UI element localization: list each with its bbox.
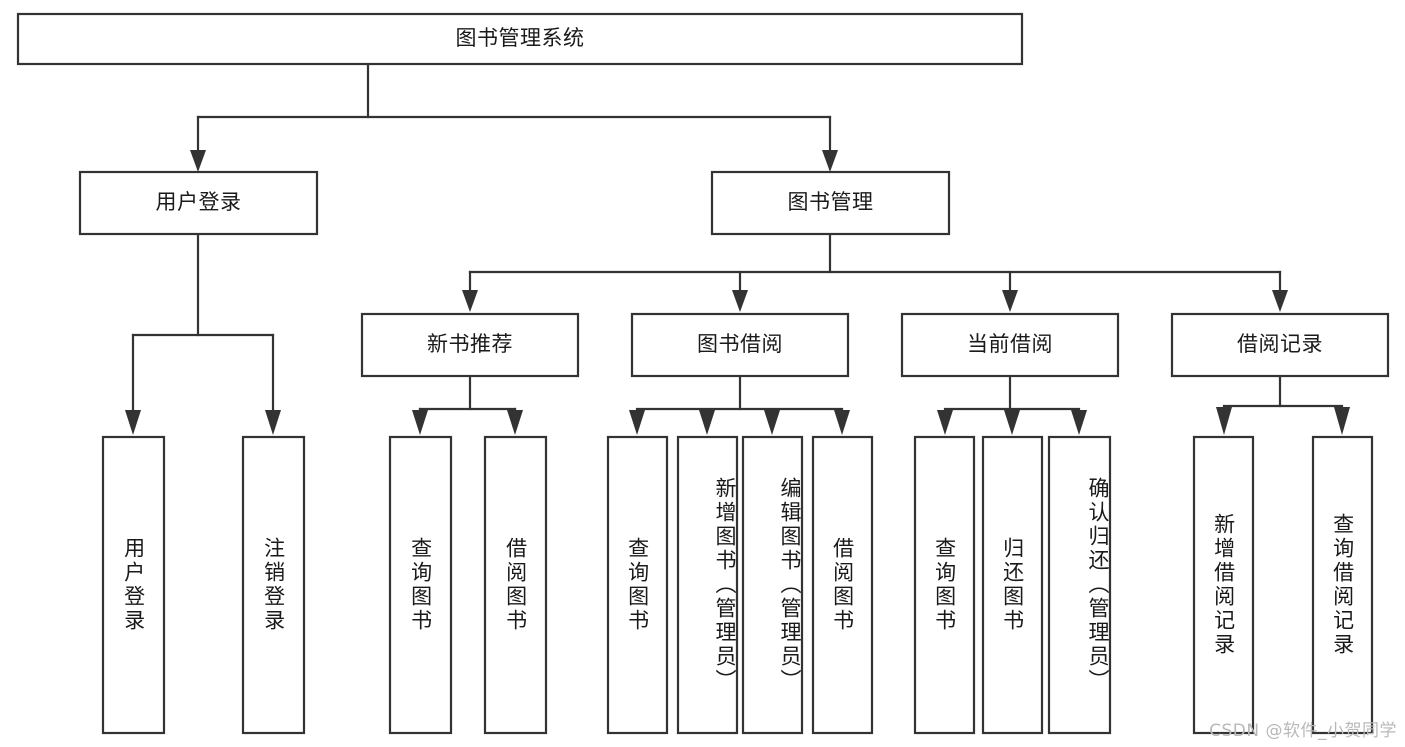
arrow-head-current-borrow xyxy=(1002,290,1018,312)
node-box-book-management[interactable] xyxy=(710,170,951,236)
node-box-root[interactable] xyxy=(16,12,1024,66)
arrow-head-br-leaf-2 xyxy=(1334,407,1350,435)
arrow-head-user-login-leaf-2 xyxy=(265,410,281,435)
arrow-head-borrow-record xyxy=(1272,290,1288,312)
arrow-head-book-mgmt xyxy=(822,150,838,172)
arrow-head-bb-leaf-1 xyxy=(629,410,645,435)
connector-group-user-login xyxy=(125,232,281,435)
arrow-head-new-book-recommend xyxy=(462,290,478,312)
node-box-leaf-nbr-2[interactable] xyxy=(483,435,548,735)
connector-group-root xyxy=(190,62,838,172)
connector-group-borrow-record xyxy=(1216,374,1350,435)
arrow-head-bb-leaf-3 xyxy=(764,410,780,435)
node-box-new-book-recommend[interactable] xyxy=(360,312,580,378)
arrow-head-bb-leaf-4 xyxy=(834,410,850,435)
arrow-head-user-login xyxy=(190,150,206,172)
node-box-leaf-bb-1[interactable] xyxy=(606,435,669,735)
node-box-current-borrow[interactable] xyxy=(900,312,1120,378)
arrow-head-bb-leaf-2 xyxy=(699,410,715,435)
node-box-leaf-cb-2[interactable] xyxy=(981,435,1044,735)
arrow-head-br-leaf-1 xyxy=(1216,407,1232,435)
node-box-leaf-br-2[interactable] xyxy=(1311,435,1374,735)
node-box-leaf-bb-4[interactable] xyxy=(811,435,874,735)
connector-group-book-mgmt xyxy=(462,232,1288,312)
connector-group-new-book-recommend xyxy=(412,374,523,435)
connector-group-current-borrow xyxy=(937,374,1087,435)
connector-group-book-borrow xyxy=(629,374,850,435)
node-box-book-borrow[interactable] xyxy=(630,312,850,378)
arrow-head-book-borrow xyxy=(732,290,748,312)
arrow-head-cb-leaf-2 xyxy=(1004,410,1020,435)
arrow-head-nbr-leaf-1 xyxy=(412,410,428,435)
node-box-leaf-bb-3[interactable] xyxy=(741,435,804,735)
node-box-borrow-record[interactable] xyxy=(1170,312,1390,378)
node-box-leaf-user-login-1[interactable] xyxy=(101,435,166,735)
node-box-leaf-cb-1[interactable] xyxy=(913,435,976,735)
node-box-leaf-nbr-1[interactable] xyxy=(388,435,453,735)
node-box-leaf-user-login-2[interactable] xyxy=(241,435,306,735)
arrow-head-user-login-leaf-1 xyxy=(125,410,141,435)
arrow-head-cb-leaf-1 xyxy=(937,410,953,435)
watermark-text: CSDN @软件_小贺同学 xyxy=(1209,721,1397,741)
node-box-user-login[interactable] xyxy=(78,170,319,236)
arrow-head-nbr-leaf-2 xyxy=(507,410,523,435)
arrow-head-cb-leaf-3 xyxy=(1071,410,1087,435)
node-box-leaf-br-1[interactable] xyxy=(1192,435,1255,735)
node-box-leaf-bb-2[interactable] xyxy=(676,435,739,735)
node-box-leaf-cb-3[interactable] xyxy=(1047,435,1112,735)
